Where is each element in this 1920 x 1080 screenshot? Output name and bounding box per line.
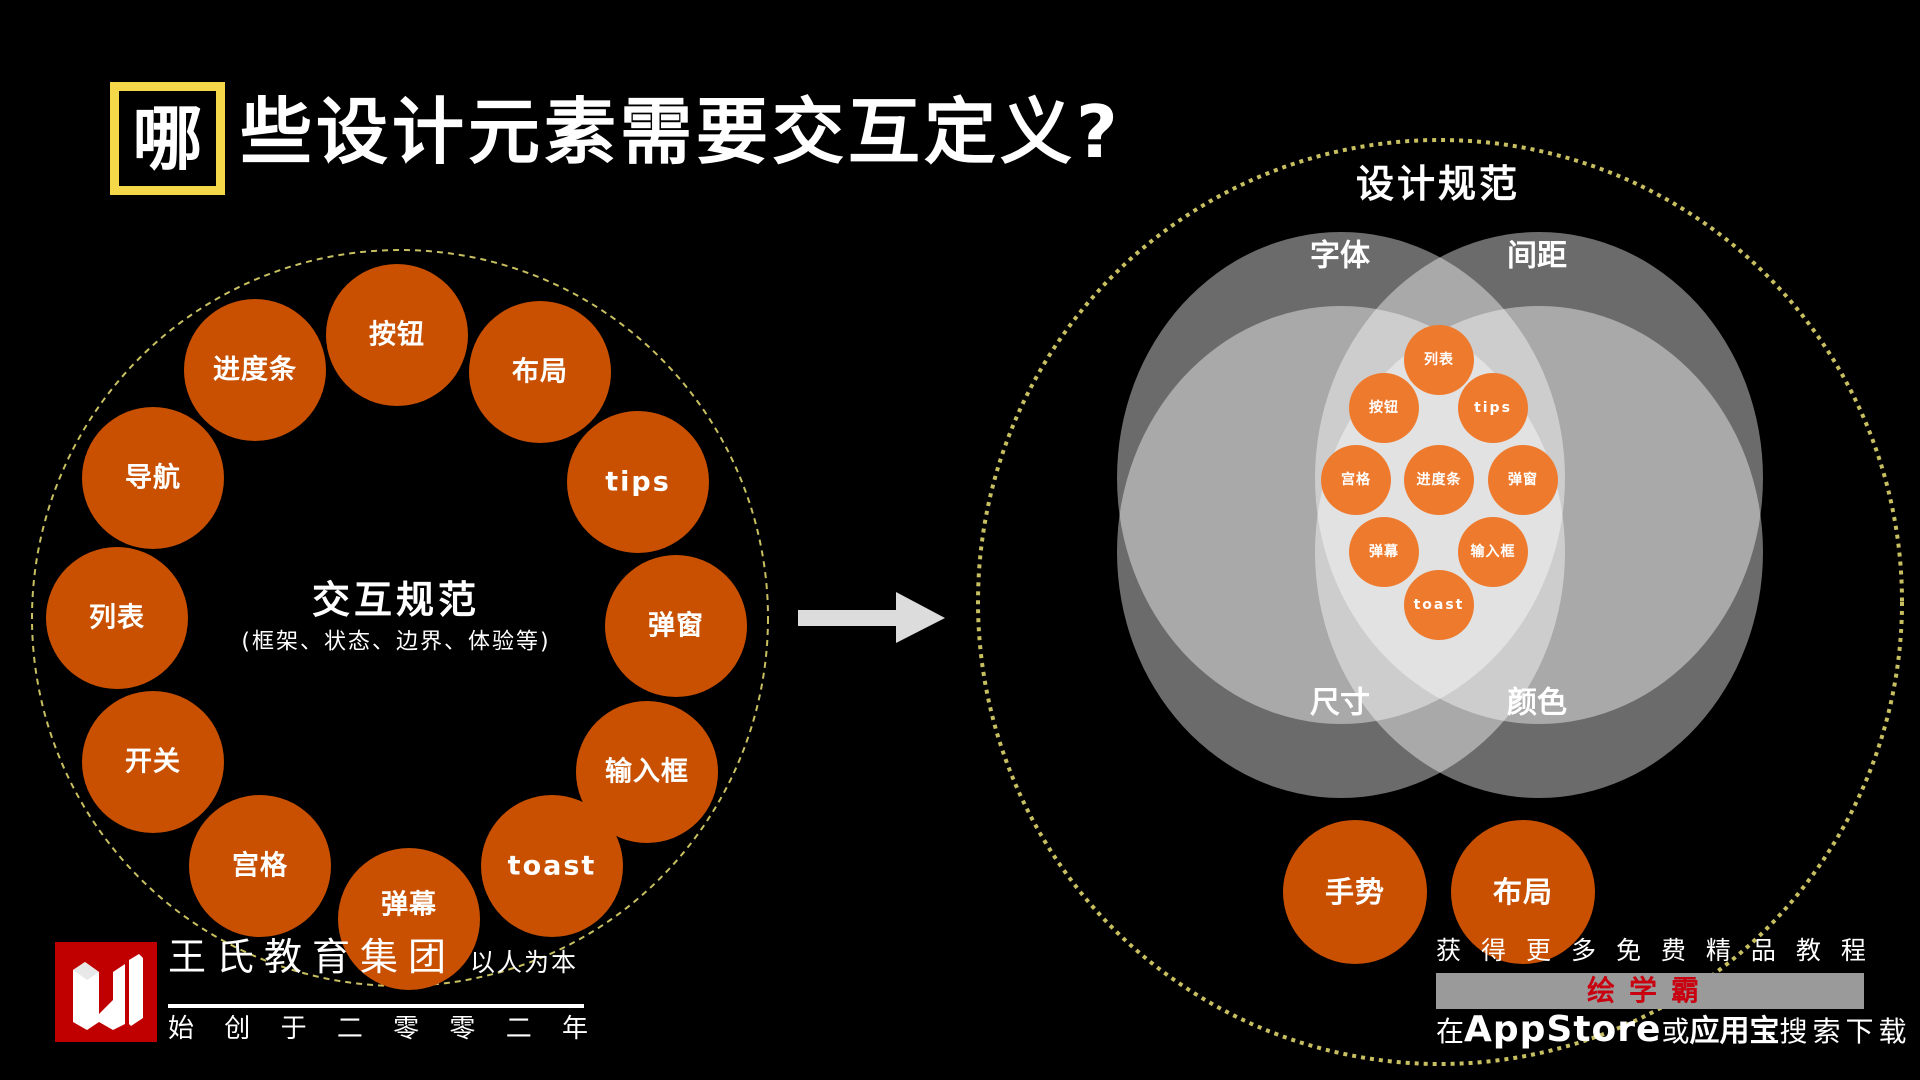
venn-set-size <box>1117 306 1565 798</box>
founded-char: 创 <box>224 1014 251 1044</box>
left-item-circle <box>184 299 326 441</box>
venn-label-color: 颜色 <box>1507 686 1567 721</box>
left-item-label: 弹幕 <box>381 890 437 921</box>
left-item-label: toast <box>508 851 597 882</box>
page-title: 些设计元素需要交互定义? <box>240 90 1122 174</box>
inner-item-label: 进度条 <box>1417 471 1462 488</box>
left-center-subtitle: (框架、状态、边界、体验等) <box>241 630 550 655</box>
ad-char: 费 <box>1660 936 1686 965</box>
ad-store-name: AppStore <box>1464 1009 1662 1050</box>
title-highlight-box: 哪 <box>110 82 225 195</box>
left-item-circle <box>338 848 480 990</box>
venn-label-font: 字体 <box>1310 239 1371 274</box>
founded-char: 始 <box>168 1014 195 1044</box>
inner-item-circle <box>1458 517 1528 587</box>
left-item-label: 输入框 <box>605 756 689 788</box>
footer-divider <box>168 1004 584 1008</box>
left-item-circle <box>82 691 224 833</box>
ad-char: 教 <box>1795 936 1821 965</box>
left-item-label: 按钮 <box>369 319 425 351</box>
inner-item-label: 弹幕 <box>1369 543 1399 560</box>
ad-pre: 在 <box>1436 1015 1465 1048</box>
left-item-circle <box>481 795 623 937</box>
ad-char: 更 <box>1525 936 1551 965</box>
inner-item-circle <box>1488 445 1558 515</box>
inner-item-label: 列表 <box>1424 351 1454 368</box>
left-item-label: 进度条 <box>213 354 297 386</box>
left-item-circle <box>326 264 468 406</box>
inner-item-circle <box>1404 445 1474 515</box>
left-item-label: 导航 <box>125 462 181 494</box>
founded-char: 二 <box>505 1014 532 1044</box>
right-title: 设计规范 <box>1356 162 1520 206</box>
ad-post: 搜索下载 <box>1779 1015 1912 1048</box>
inner-item-circle <box>1458 373 1528 443</box>
company-motto: 以人为本 <box>470 948 579 977</box>
inner-item-label: 弹窗 <box>1508 471 1538 488</box>
ad-char: 免 <box>1615 936 1641 965</box>
venn-label-size: 尺寸 <box>1310 686 1370 721</box>
ad-char: 多 <box>1570 936 1596 965</box>
inner-item-circle <box>1321 445 1391 515</box>
left-item-label: 列表 <box>89 603 145 634</box>
inner-item-label: tips <box>1474 400 1512 416</box>
founded-line: 始 创 于 二 零 零 二 年 <box>168 1016 588 1042</box>
venn-label-spacing: 间距 <box>1507 239 1567 274</box>
outside-item-circle <box>1451 820 1595 964</box>
left-item-label: 布局 <box>512 357 568 388</box>
left-center-title: 交互规范 <box>312 578 480 622</box>
founded-char: 零 <box>449 1014 476 1044</box>
left-item-circle <box>469 301 611 443</box>
ad-app-name: 应用宝 <box>1689 1014 1780 1049</box>
founded-char: 零 <box>393 1014 420 1044</box>
outside-item-label: 手势 <box>1325 875 1385 909</box>
left-item-circle <box>46 547 188 689</box>
inner-item-label: 宫格 <box>1341 471 1371 488</box>
inner-item-circle <box>1349 517 1419 587</box>
company-logo <box>55 942 157 1042</box>
venn-diagram <box>1117 232 1763 798</box>
inner-item-label: toast <box>1414 597 1465 613</box>
ad-char: 得 <box>1480 936 1506 965</box>
ad-or: 或 <box>1661 1015 1690 1048</box>
inner-item-circle <box>1404 570 1474 640</box>
outside-item-label: 布局 <box>1493 875 1553 909</box>
left-item-circle <box>605 555 747 697</box>
inner-item-circle <box>1349 373 1419 443</box>
left-item-label: tips <box>605 467 671 498</box>
outside-items-group: 手势 布局 <box>1283 820 1595 964</box>
ad-char: 精 <box>1705 936 1731 965</box>
logo-w-icon <box>73 954 143 1030</box>
outside-item-circle <box>1283 820 1427 964</box>
left-item-circle <box>82 407 224 549</box>
ad-tagline: 获 得 更 多 免 费 精 品 教 程 <box>1436 938 1866 963</box>
left-item-circle <box>189 795 331 937</box>
ad-download-line: 在 AppStore 或 应用宝 搜索下载 <box>1436 1009 1906 1050</box>
title-highlight-char: 哪 <box>132 97 203 180</box>
founded-char: 二 <box>336 1014 363 1044</box>
right-arrow-icon <box>798 592 945 643</box>
ad-char: 品 <box>1750 936 1776 965</box>
left-item-label: 开关 <box>125 747 181 778</box>
founded-char: 年 <box>561 1014 588 1044</box>
left-item-circle <box>576 701 718 843</box>
venn-set-color <box>1315 306 1763 798</box>
left-item-label: 弹窗 <box>648 610 704 642</box>
company-name: 王氏教育集团 <box>168 935 457 979</box>
right-dotted-ring <box>976 138 1904 1066</box>
inner-item-label: 按钮 <box>1369 399 1399 416</box>
ad-char: 获 <box>1436 936 1462 965</box>
founded-char: 于 <box>280 1014 307 1044</box>
ad-brand-name: 绘学霸 <box>1586 974 1713 1007</box>
left-item-label: 宫格 <box>232 850 288 882</box>
inner-item-label: 输入框 <box>1471 543 1516 560</box>
ad-char: 程 <box>1840 936 1866 965</box>
left-item-circle <box>567 411 709 553</box>
ad-brand-bar: 绘学霸 <box>1436 973 1864 1009</box>
inner-item-circle <box>1404 325 1474 395</box>
